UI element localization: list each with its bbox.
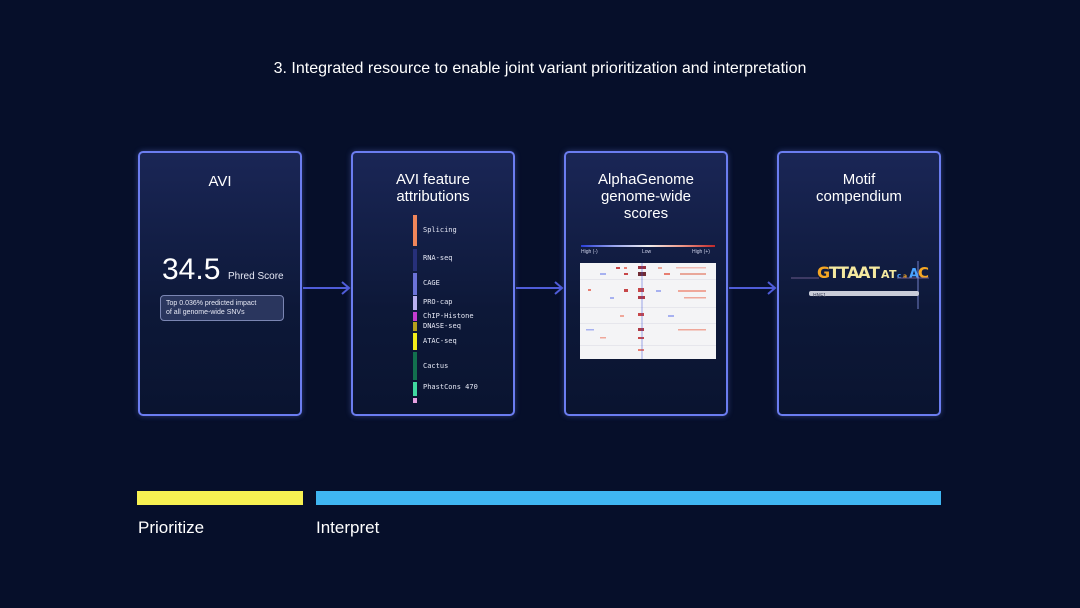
feature-bar [413, 215, 417, 246]
legend-high-negative: High (-) [581, 249, 598, 255]
svg-text:c: c [897, 272, 901, 280]
svg-text:A: A [858, 263, 871, 282]
motif-card-title: Motif compendium [816, 171, 902, 205]
feature-label: CAGE [423, 279, 440, 287]
interpret-bar [316, 491, 941, 505]
svg-text:T: T [829, 263, 840, 282]
motif-card: Motif compendium G T T A A T A T c a A C… [777, 151, 941, 416]
alphagenome-card: AlphaGenome genome-wide scores High (-) … [564, 151, 728, 416]
feature-label: DNASE-seq [423, 322, 461, 330]
feature-label: Cactus [423, 362, 449, 370]
feature-bar [413, 382, 417, 396]
svg-text:T: T [869, 263, 880, 282]
svg-text:A: A [847, 263, 860, 282]
feature-bar [413, 352, 417, 380]
feature-label: RNA-seq [423, 254, 453, 262]
feature-bar-tail [413, 398, 417, 403]
avi-card: AVI 34.5 Phred Score Top 0.036% predicte… [138, 151, 302, 416]
svg-text:A: A [881, 268, 890, 281]
feature-label: Splicing [423, 226, 457, 234]
page-title: 3. Integrated resource to enable joint v… [273, 60, 807, 77]
impact-line-1: Top 0.036% predicted impact [166, 300, 257, 307]
feature-label: PhastCons 470 [423, 383, 478, 391]
motif-track-label: HNF1 [813, 293, 827, 299]
arrow-head-2 [554, 281, 564, 295]
phred-score-label: Phred Score [228, 271, 284, 282]
legend-low: Low [642, 249, 652, 255]
feature-label: ChIP-Histone [423, 312, 474, 320]
arrow-head-3 [767, 281, 777, 295]
prioritize-bar [137, 491, 303, 505]
feature-bar [413, 333, 417, 350]
svg-text:G: G [817, 263, 830, 282]
feature-bar [413, 312, 417, 321]
feature-bar [413, 322, 417, 331]
svg-text:A: A [909, 267, 919, 282]
genome-wide-score-heatmap [580, 263, 716, 359]
impact-line-2: of all genome-wide SNVs [166, 309, 245, 316]
phred-score-value: 34.5 [162, 253, 221, 286]
feature-label: PRO-cap [423, 298, 453, 306]
svg-text:T: T [889, 268, 897, 281]
attributions-card-title: AVI feature attributions [396, 171, 470, 205]
motif-sequence-logo: G T T A A T A T c a A C [791, 261, 929, 309]
avi-card-title: AVI [208, 173, 232, 190]
feature-bar [413, 273, 417, 295]
svg-text:a: a [903, 273, 907, 280]
svg-text:T: T [838, 263, 849, 282]
colorbar-legend [581, 245, 715, 247]
interpret-label: Interpret [316, 518, 380, 537]
arrow-head-1 [341, 281, 351, 295]
feature-bar [413, 249, 417, 271]
feature-label: ATAC-seq [423, 337, 457, 345]
feature-bar [413, 296, 417, 310]
alphagenome-card-title: AlphaGenome genome-wide scores [598, 171, 694, 222]
prioritize-label: Prioritize [138, 518, 205, 537]
svg-text:C: C [918, 264, 929, 282]
impact-badge: Top 0.036% predicted impact of all genom… [160, 295, 284, 321]
legend-high-positive: High (+) [692, 249, 710, 255]
